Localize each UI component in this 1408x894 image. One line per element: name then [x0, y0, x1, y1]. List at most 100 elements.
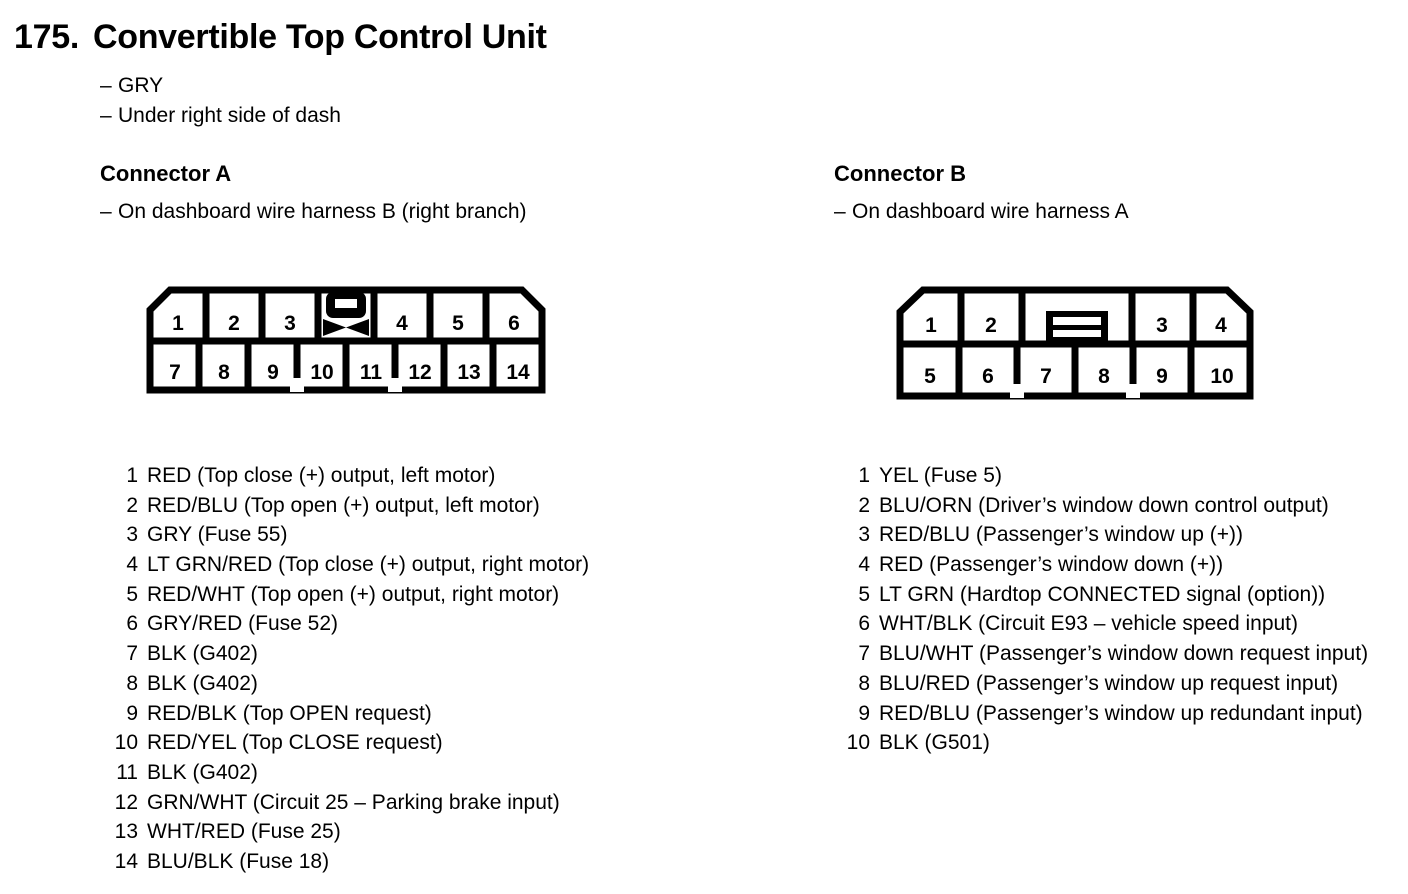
pin-list-number: 5 — [126, 582, 138, 606]
page-title-text: Convertible Top Control Unit — [92, 18, 547, 56]
pin-list-description: BLK (G402) — [147, 671, 258, 695]
pin-label: 12 — [408, 361, 431, 384]
pin-label: 2 — [228, 312, 240, 335]
pin-label: 4 — [396, 312, 408, 335]
pin-list-description: LT GRN (Hardtop CONNECTED signal (option… — [879, 582, 1326, 606]
pin-list-description: LT GRN/RED (Top close (+) output, right … — [147, 553, 590, 577]
pin-list-description: BLU/BLK (Fuse 18) — [147, 849, 330, 873]
pin-list-row: 5 LT GRN (Hardtop CONNECTED signal (optio… — [840, 583, 1368, 613]
unit-note-color-text: GRY — [118, 74, 164, 97]
pin-list-number: 13 — [114, 820, 138, 844]
pin-label: 8 — [218, 361, 230, 384]
pin-list-row: 13 WHT/RED (Fuse 25) — [108, 820, 589, 850]
pin-list-number: 8 — [126, 671, 138, 695]
pin-list-number: 7 — [126, 642, 138, 666]
pin-list-number: 4 — [858, 553, 870, 577]
pin-label: 1 — [172, 312, 184, 335]
connector-b-location-note: –On dashboard wire harness A — [834, 200, 1129, 224]
pin-list-row: 10 BLK (G501) — [840, 731, 1368, 761]
pin-label: 7 — [169, 361, 181, 384]
connector-b-heading: Connector B — [834, 161, 966, 186]
pin-list-description: BLK (G402) — [147, 642, 258, 666]
unit-note-location: –Under right side of dash — [100, 104, 341, 128]
pin-label: 7 — [1040, 365, 1052, 388]
page-title: 175. Convertible Top Control Unit — [14, 18, 547, 57]
pin-list-number: 8 — [858, 671, 870, 695]
pin-list-row: 3 GRY (Fuse 55) — [108, 523, 589, 553]
pin-label: 9 — [1156, 365, 1168, 388]
pin-list-number: 5 — [858, 582, 870, 606]
pin-list-number: 10 — [846, 731, 870, 755]
pin-list-description: GRY (Fuse 55) — [147, 523, 288, 547]
unit-note-location-text: Under right side of dash — [118, 104, 341, 127]
pin-label: 4 — [1215, 314, 1227, 337]
pin-list-row: 4 LT GRN/RED (Top close (+) output, right… — [108, 553, 589, 583]
pin-label: 6 — [508, 312, 520, 335]
bullet-dash-icon: – — [100, 74, 112, 97]
connector-b-location-text: On dashboard wire harness A — [852, 200, 1129, 223]
pin-list-description: RED/BLU (Passenger’s window up redundant… — [879, 701, 1363, 725]
latch-notch-icon — [1010, 384, 1024, 398]
connector-a-pinout-diagram: 1 2 3 4 5 6 7 8 9 10 11 12 13 14 — [140, 278, 560, 398]
connector-b-pinout-diagram: 1 2 3 4 5 6 7 8 9 10 — [890, 278, 1265, 403]
pin-label: 2 — [985, 314, 997, 337]
pin-label: 13 — [457, 361, 480, 384]
pin-list-row: 9 RED/BLK (Top OPEN request) — [108, 702, 589, 732]
pin-list-description: BLU/ORN (Driver’s window down control ou… — [879, 493, 1329, 517]
latch-notch-icon — [388, 378, 402, 392]
pin-list-description: BLK (G501) — [879, 731, 990, 755]
section-number: 175. — [14, 18, 79, 56]
connector-a-heading: Connector A — [100, 161, 232, 186]
pin-list-number: 14 — [114, 849, 138, 873]
pin-list-row: 2 RED/BLU (Top open (+) output, left moto… — [108, 494, 589, 524]
pin-list-number: 2 — [126, 493, 138, 517]
pin-label: 14 — [506, 361, 530, 384]
lock-tab-slot-icon — [1053, 330, 1101, 337]
pin-label: 8 — [1098, 365, 1110, 388]
pin-list-number: 3 — [858, 523, 870, 547]
connector-a-location-text: On dashboard wire harness B (right branc… — [118, 200, 527, 223]
pin-label: 3 — [1156, 314, 1168, 337]
pin-list-number: 7 — [858, 642, 870, 666]
lock-tab-icon — [1046, 311, 1108, 342]
pin-label: 9 — [267, 361, 279, 384]
pin-list-description: WHT/RED (Fuse 25) — [147, 820, 341, 844]
pin-list-number: 10 — [114, 731, 138, 755]
pin-list-description: RED/YEL (Top CLOSE request) — [147, 731, 443, 755]
pin-list-description: BLK (G402) — [147, 760, 258, 784]
pin-list-row: 12 GRN/WHT (Circuit 25 – Parking brake in… — [108, 791, 589, 821]
pin-list-row: 3 RED/BLU (Passenger’s window up (+)) — [840, 523, 1368, 553]
pin-list-description: RED/WHT (Top open (+) output, right moto… — [147, 582, 560, 606]
pin-list-number: 9 — [858, 701, 870, 725]
pin-list-number: 1 — [126, 464, 138, 487]
pin-list-row: 9 RED/BLU (Passenger’s window up redundan… — [840, 702, 1368, 732]
pin-list-description: RED/BLK (Top OPEN request) — [147, 701, 432, 725]
pin-list-description: WHT/BLK (Circuit E93 – vehicle speed inp… — [879, 612, 1299, 636]
pin-list-description: GRY/RED (Fuse 52) — [147, 612, 338, 636]
pin-label: 3 — [284, 312, 296, 335]
pin-list-description: GRN/WHT (Circuit 25 – Parking brake inpu… — [147, 790, 560, 814]
pin-list-number: 9 — [126, 701, 138, 725]
bullet-dash-icon: – — [834, 200, 846, 223]
lock-tab-slot-icon — [1053, 317, 1101, 325]
pin-label: 5 — [924, 365, 936, 388]
pin-list-number: 4 — [126, 553, 138, 577]
pin-label: 10 — [1210, 365, 1233, 388]
pin-list-description: RED/BLU (Top open (+) output, left motor… — [147, 493, 540, 517]
pin-label: 10 — [310, 361, 333, 384]
pin-label: 11 — [360, 361, 383, 384]
pin-label: 5 — [452, 312, 464, 335]
pin-list-number: 12 — [114, 790, 138, 814]
pin-list-number: 1 — [858, 464, 870, 487]
pin-list-description: RED/BLU (Passenger’s window up (+)) — [879, 523, 1243, 547]
pin-list-number: 3 — [126, 523, 138, 547]
